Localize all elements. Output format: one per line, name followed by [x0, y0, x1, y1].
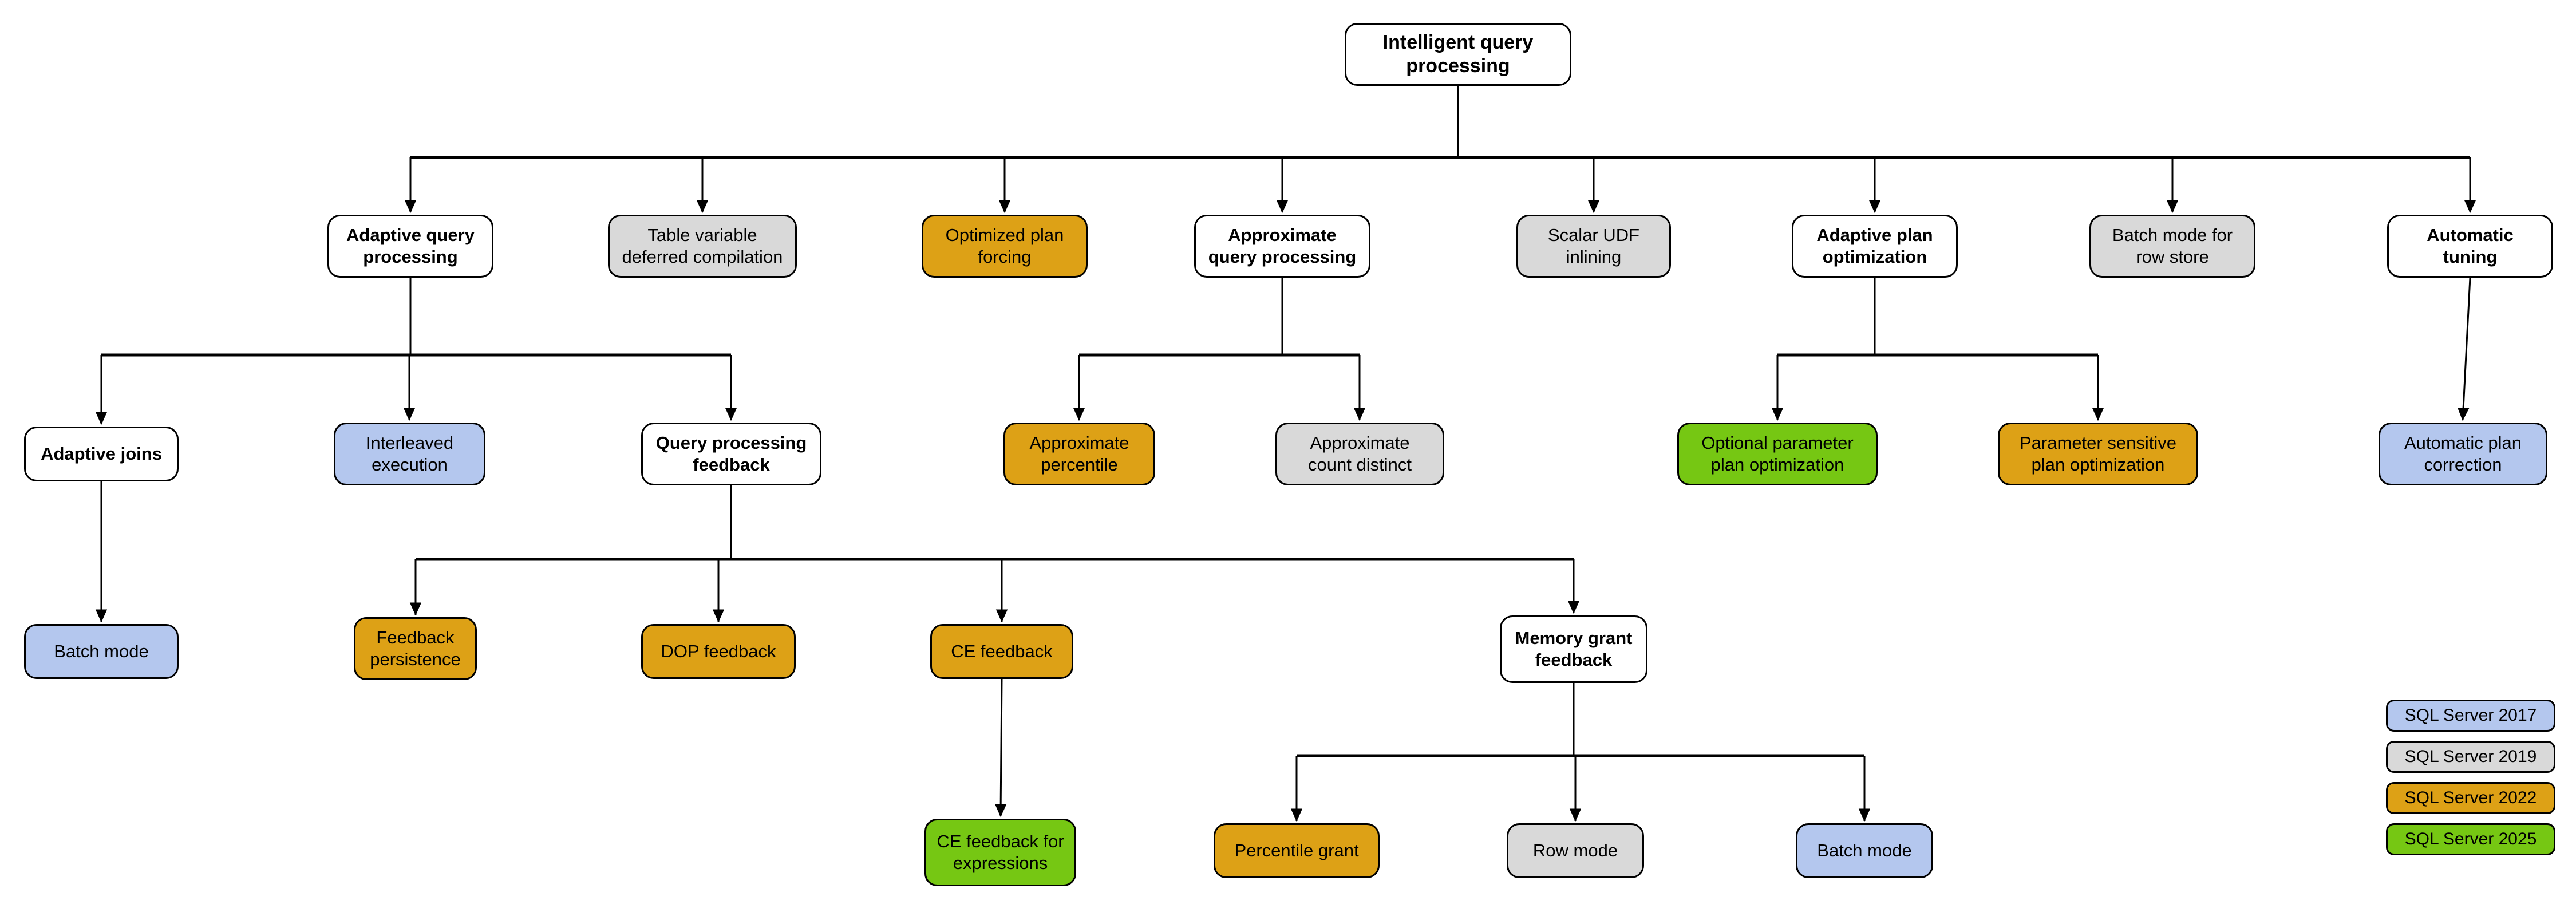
legend-item-label: SQL Server 2017: [2404, 706, 2537, 725]
node-optional-parameter-plan-optimization-label: Optional parameter plan optimization: [1701, 433, 1854, 475]
node-adaptive-plan-optimization[interactable]: Adaptive plan optimization: [1792, 215, 1958, 278]
node-optional-parameter-plan-optimization[interactable]: Optional parameter plan optimization: [1677, 423, 1878, 485]
edge-cefb-expressions: [994, 678, 1007, 818]
node-approximate-percentile[interactable]: Approximate percentile: [1003, 423, 1155, 485]
node-adaptive-query-processing[interactable]: Adaptive query processing: [327, 215, 493, 278]
node-row-mode-label: Row mode: [1532, 840, 1618, 861]
node-ce-feedback-for-expressions[interactable]: CE feedback for expressions: [924, 819, 1076, 886]
node-feedback-persistence[interactable]: Feedback persistence: [354, 617, 477, 680]
legend-item-label: SQL Server 2019: [2404, 747, 2537, 766]
legend-item-label: SQL Server 2025: [2404, 830, 2537, 848]
node-query-processing-feedback-label: Query processing feedback: [655, 433, 807, 475]
node-adaptive-joins[interactable]: Adaptive joins: [24, 427, 179, 481]
node-dop-feedback[interactable]: DOP feedback: [641, 624, 796, 679]
node-intelligent-query-processing-label: Intelligent query processing: [1382, 31, 1534, 77]
node-automatic-plan-correction-label: Automatic plan correction: [2404, 433, 2522, 475]
node-batch-mode-adaptive-joins-label: Batch mode: [54, 641, 149, 662]
node-adaptive-query-processing-label: Adaptive query processing: [346, 225, 475, 267]
legend-item-sql-server-2025[interactable]: SQL Server 2025: [2386, 823, 2555, 855]
node-parameter-sensitive-plan-optimization-label: Parameter sensitive plan optimization: [2020, 433, 2176, 475]
node-automatic-tuning-label: Automatic tuning: [2427, 225, 2514, 267]
legend-item-label: SQL Server 2022: [2404, 788, 2537, 807]
node-interleaved-execution-label: Interleaved execution: [365, 433, 454, 475]
node-batch-mode-adaptive-joins[interactable]: Batch mode: [24, 624, 179, 679]
node-row-mode[interactable]: Row mode: [1507, 823, 1644, 878]
legend-item-sql-server-2019[interactable]: SQL Server 2019: [2386, 741, 2555, 773]
node-ce-feedback-label: CE feedback: [951, 641, 1053, 662]
node-optimized-plan-forcing-label: Optimized plan forcing: [945, 225, 1064, 267]
edge-autotune-apc: [2457, 277, 2471, 421]
node-percentile-grant-label: Percentile grant: [1234, 840, 1359, 861]
node-memory-grant-feedback-label: Memory grant feedback: [1515, 628, 1633, 670]
node-approximate-query-processing[interactable]: Approximate query processing: [1194, 215, 1370, 278]
node-optimized-plan-forcing[interactable]: Optimized plan forcing: [922, 215, 1088, 278]
node-approximate-query-processing-label: Approximate query processing: [1208, 225, 1357, 267]
node-table-variable-deferred-compilation-label: Table variable deferred compilation: [622, 225, 783, 267]
node-scalar-udf-inlining[interactable]: Scalar UDF inlining: [1516, 215, 1671, 278]
node-approximate-percentile-label: Approximate percentile: [1029, 433, 1129, 475]
node-query-processing-feedback[interactable]: Query processing feedback: [641, 423, 821, 485]
node-dop-feedback-label: DOP feedback: [661, 641, 776, 662]
legend-item-sql-server-2022[interactable]: SQL Server 2022: [2386, 782, 2555, 814]
node-ce-feedback[interactable]: CE feedback: [930, 624, 1073, 679]
node-batch-mode-memory-grant[interactable]: Batch mode: [1796, 823, 1933, 878]
node-automatic-tuning[interactable]: Automatic tuning: [2387, 215, 2553, 278]
node-feedback-persistence-label: Feedback persistence: [370, 627, 461, 669]
node-percentile-grant[interactable]: Percentile grant: [1214, 823, 1380, 878]
node-batch-mode-memory-grant-label: Batch mode: [1817, 840, 1912, 861]
node-adaptive-plan-optimization-label: Adaptive plan optimization: [1816, 225, 1933, 267]
node-approximate-count-distinct-label: Approximate count distinct: [1308, 433, 1412, 475]
node-approximate-count-distinct[interactable]: Approximate count distinct: [1275, 423, 1444, 485]
node-interleaved-execution[interactable]: Interleaved execution: [334, 423, 485, 485]
node-memory-grant-feedback[interactable]: Memory grant feedback: [1500, 615, 1647, 683]
node-table-variable-deferred-compilation[interactable]: Table variable deferred compilation: [608, 215, 797, 278]
node-batch-mode-for-row-store-label: Batch mode for row store: [2112, 225, 2233, 267]
node-batch-mode-for-row-store[interactable]: Batch mode for row store: [2089, 215, 2255, 278]
node-intelligent-query-processing[interactable]: Intelligent query processing: [1345, 23, 1571, 86]
node-parameter-sensitive-plan-optimization[interactable]: Parameter sensitive plan optimization: [1998, 423, 2198, 485]
node-scalar-udf-inlining-label: Scalar UDF inlining: [1547, 225, 1640, 267]
node-adaptive-joins-label: Adaptive joins: [41, 444, 162, 464]
legend-item-sql-server-2017[interactable]: SQL Server 2017: [2386, 700, 2555, 732]
node-automatic-plan-correction[interactable]: Automatic plan correction: [2379, 423, 2547, 485]
node-ce-feedback-for-expressions-label: CE feedback for expressions: [937, 831, 1064, 873]
